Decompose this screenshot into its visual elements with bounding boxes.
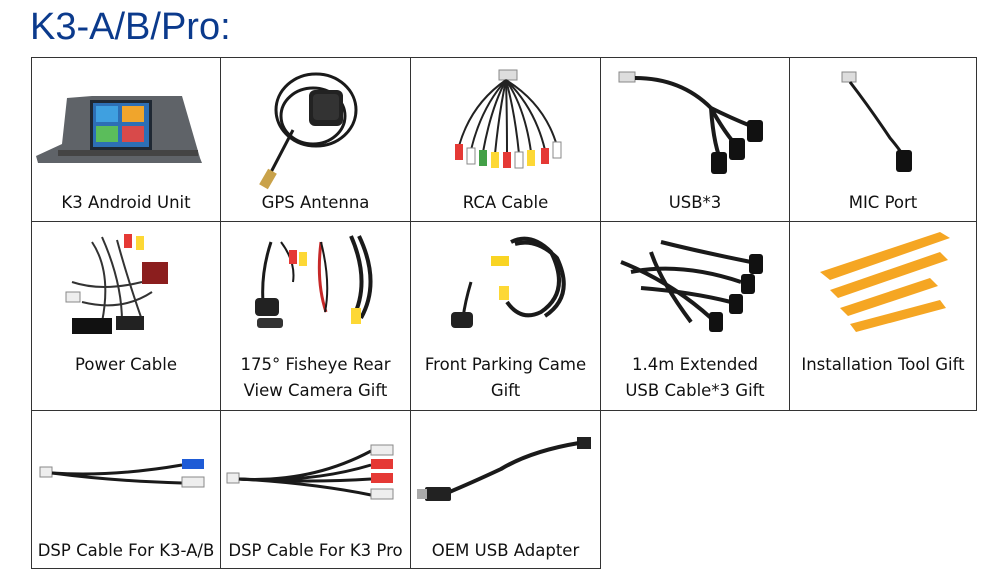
front-camera-image bbox=[451, 236, 566, 328]
item-label-line1: 1.4m Extended bbox=[632, 355, 758, 374]
item-label: DSP Cable For K3-A/B bbox=[37, 541, 215, 560]
item-label-line2: View Camera Gift bbox=[243, 381, 388, 400]
item-label: MIC Port bbox=[848, 193, 918, 212]
item-label-line2: Gift bbox=[490, 381, 521, 400]
item-label: Power Cable bbox=[75, 355, 177, 374]
extended-usb-cable-image bbox=[620, 240, 763, 332]
item-oem-usb: OEM USB Adapter bbox=[411, 411, 600, 568]
item-label-line1: Front Parking Came bbox=[424, 355, 587, 374]
item-label: OEM USB Adapter bbox=[431, 541, 580, 560]
oem-usb-adapter-image bbox=[417, 437, 591, 501]
item-android-unit: K3 Android Unit bbox=[32, 58, 220, 221]
item-label: K3 Android Unit bbox=[61, 193, 191, 212]
page-title: K3-A/B/Pro: bbox=[30, 6, 231, 48]
pry-tool-image bbox=[820, 232, 950, 332]
gps-antenna-image bbox=[259, 72, 358, 190]
item-install-tool: Installation Tool Gift bbox=[790, 222, 976, 410]
item-label-line2: USB Cable*3 Gift bbox=[625, 381, 765, 400]
item-label-line1: 175° Fisheye Rear bbox=[240, 355, 391, 374]
item-label: USB*3 bbox=[668, 193, 722, 212]
item-power-cable: Power Cable bbox=[32, 222, 220, 410]
item-usb3: USB*3 bbox=[601, 58, 789, 221]
power-cable-image bbox=[65, 234, 168, 334]
item-dsp-ab: DSP Cable For K3-A/B bbox=[32, 411, 220, 568]
item-rear-camera: 175° Fisheye Rear View Camera Gift bbox=[221, 222, 410, 410]
item-gps-antenna: GPS Antenna bbox=[221, 58, 410, 221]
item-label: GPS Antenna bbox=[261, 193, 370, 212]
item-dsp-pro: DSP Cable For K3 Pro bbox=[221, 411, 410, 568]
item-label: Installation Tool Gift bbox=[801, 355, 965, 374]
android-head-unit-image bbox=[36, 96, 202, 163]
dsp-cable-ab-image bbox=[39, 459, 205, 488]
usb-cable-image bbox=[618, 71, 763, 174]
item-mic-port: MIC Port bbox=[790, 58, 976, 221]
item-label: DSP Cable For K3 Pro bbox=[228, 541, 403, 560]
item-label: RCA Cable bbox=[462, 193, 549, 212]
item-front-camera: Front Parking Came Gift bbox=[411, 222, 600, 410]
item-rca-cable: RCA Cable bbox=[411, 58, 600, 221]
mic-port-image bbox=[841, 71, 912, 172]
item-extended-usb: 1.4m Extended USB Cable*3 Gift bbox=[601, 222, 789, 410]
rear-camera-image bbox=[255, 235, 373, 328]
dsp-cable-pro-image bbox=[226, 444, 394, 500]
rca-cable-image bbox=[455, 69, 562, 169]
